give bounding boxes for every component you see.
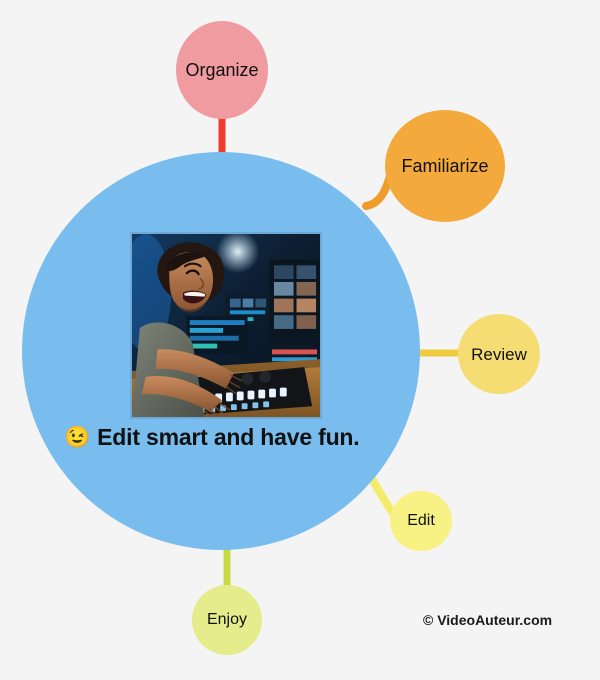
branch-node-edit[interactable]: Edit <box>390 491 452 551</box>
branch-node-review[interactable]: Review <box>458 314 540 394</box>
copyright-credit: © VideoAuteur.com <box>423 612 553 628</box>
branch-label-edit: Edit <box>407 512 435 529</box>
branch-label-organize: Organize <box>185 60 259 80</box>
central-topic-node[interactable]: 😉 Edit smart and have fun. <box>22 152 420 550</box>
central-caption: 😉 Edit smart and have fun. <box>64 424 360 451</box>
branch-label-enjoy: Enjoy <box>206 611 248 628</box>
wink-face-icon: 😉 <box>64 426 91 449</box>
branch-node-organize[interactable]: Organize <box>176 21 268 119</box>
central-caption-text: Edit smart and have fun. <box>97 424 360 450</box>
branch-label-review: Review <box>471 344 527 364</box>
branch-label-familiarize: Familiarize <box>401 156 489 176</box>
branch-node-enjoy[interactable]: Enjoy <box>192 585 262 655</box>
editor-photo <box>130 232 322 419</box>
branch-node-familiarize[interactable]: Familiarize <box>385 110 505 222</box>
